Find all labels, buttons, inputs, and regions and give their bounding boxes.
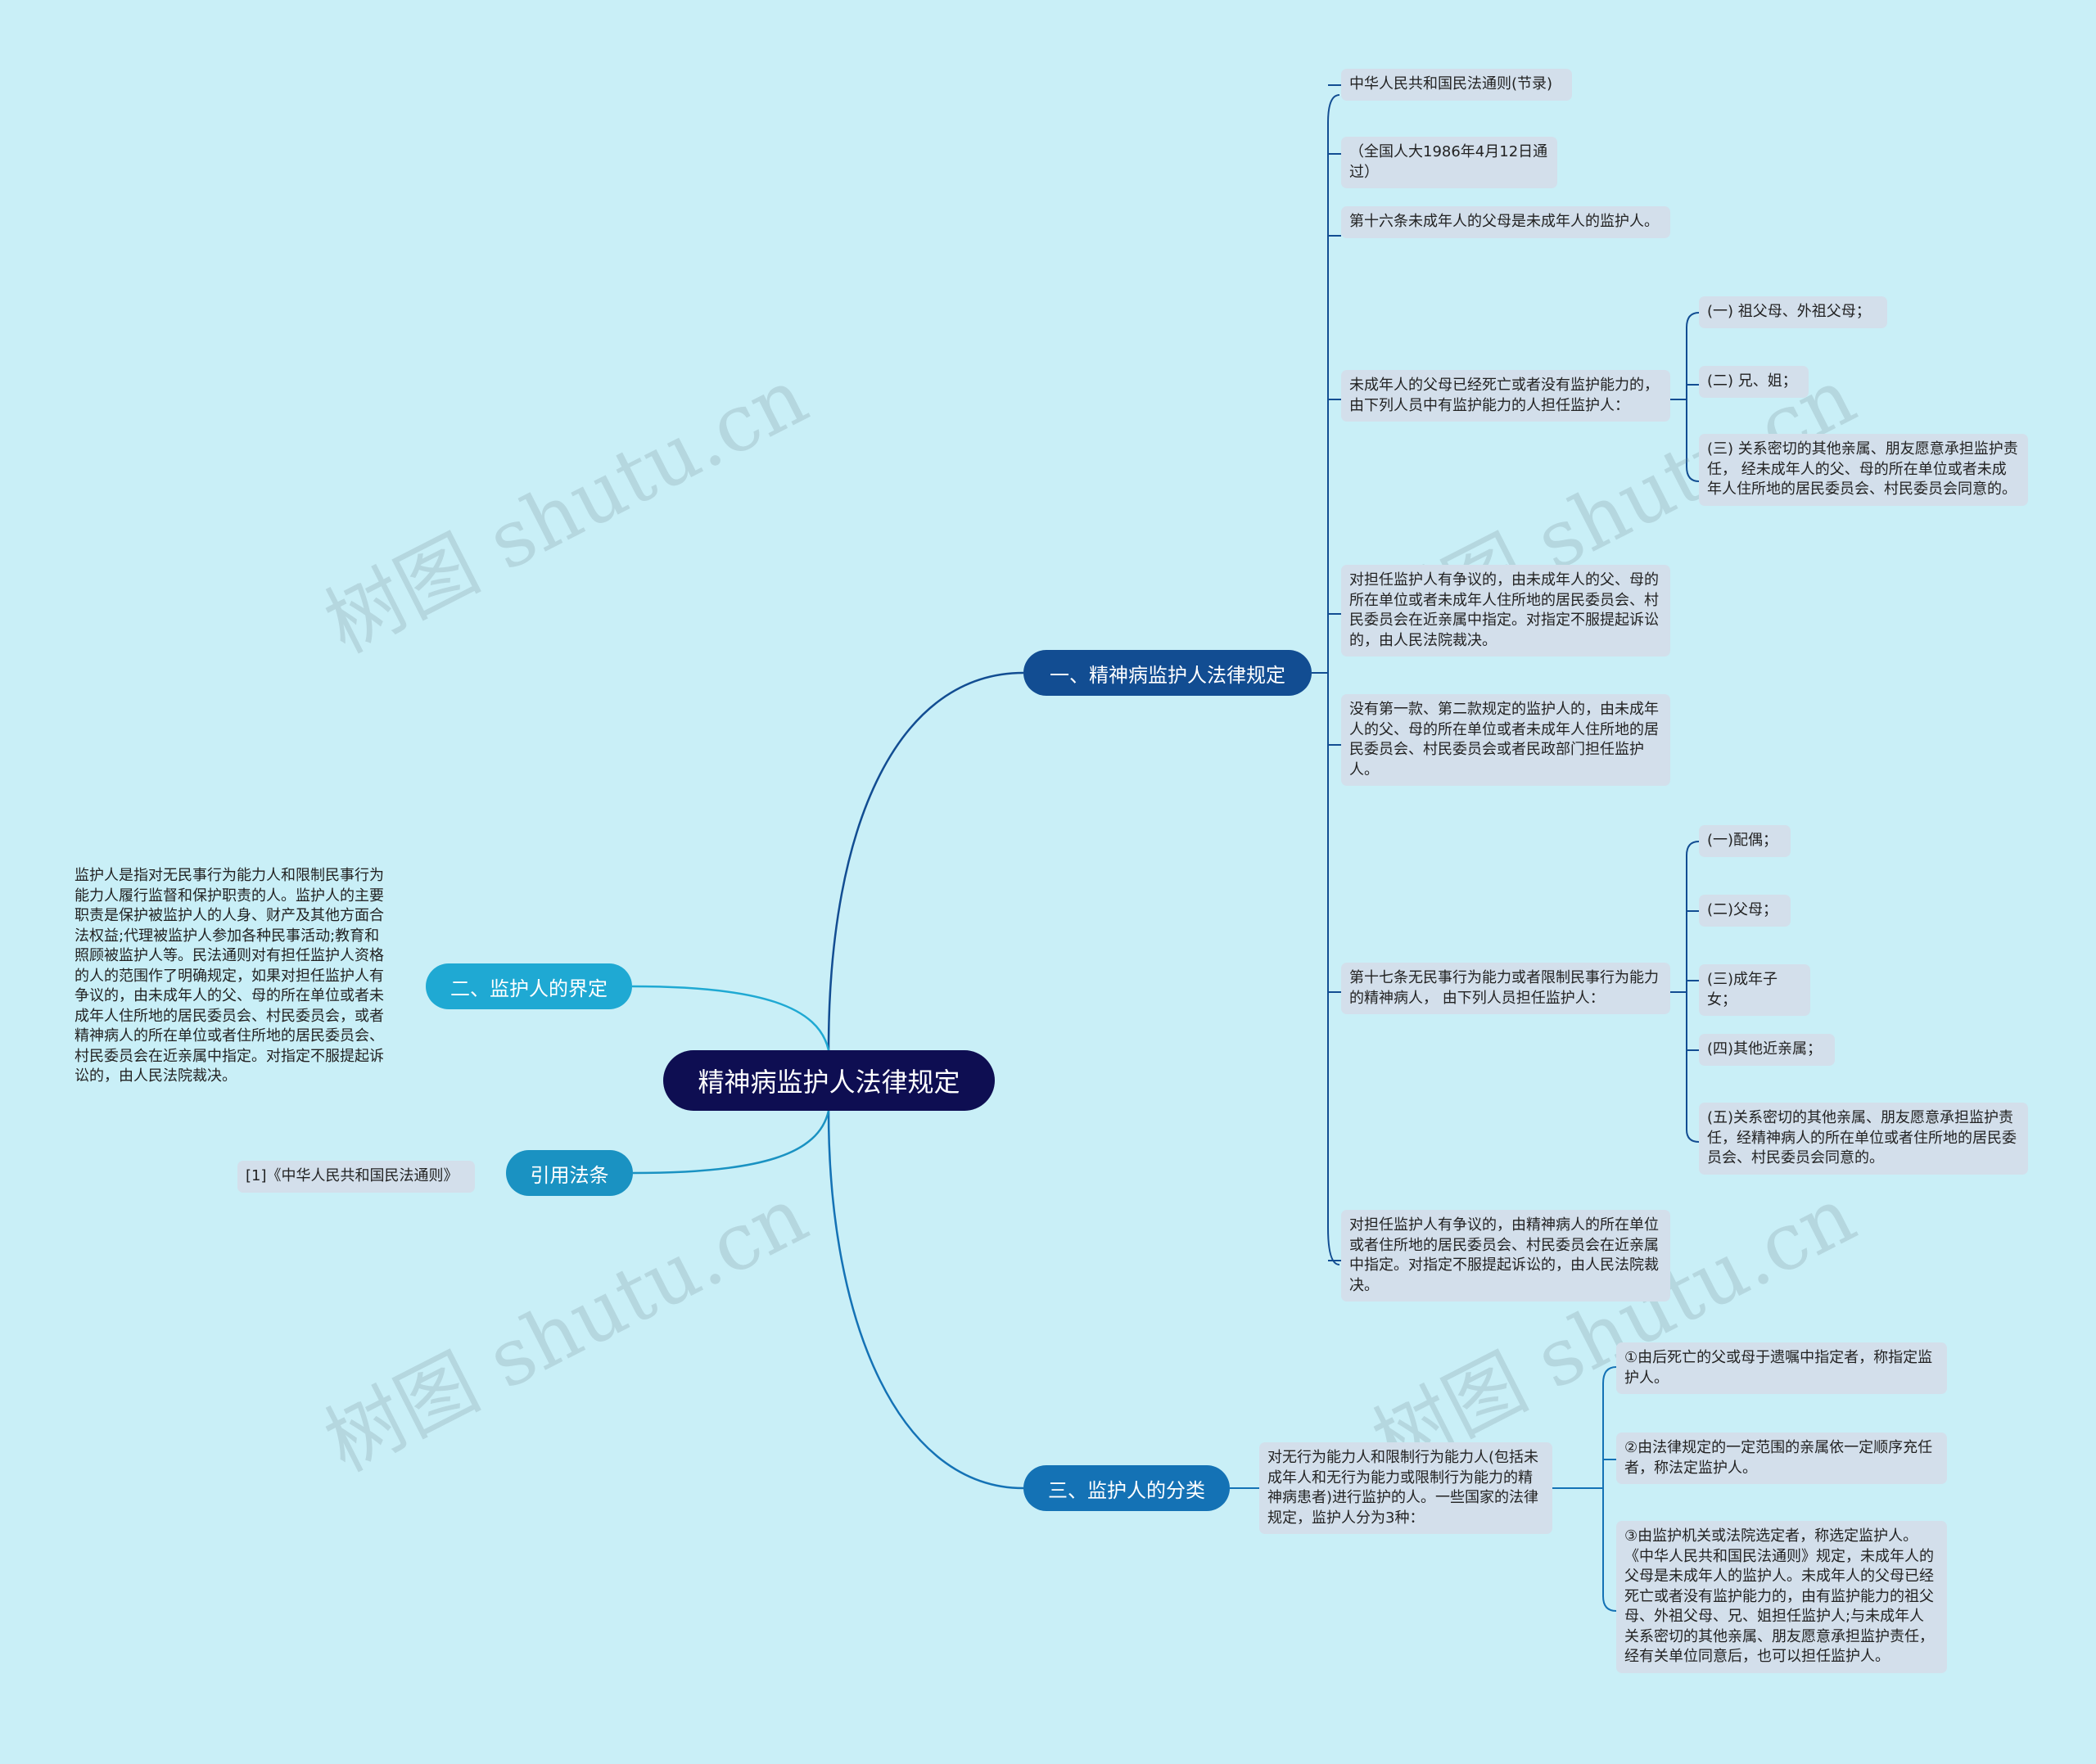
b2-text[interactable]: 监护人是指对无民事行为能力人和限制民事行为能力人履行监督和保护职责的人。监护人的…	[75, 867, 384, 1085]
ref-text[interactable]: [1]《中华人民共和国民法通则》	[237, 1161, 475, 1193]
sub-b-item-1[interactable]: (一)配偶；	[1699, 825, 1791, 857]
link-root-branch3	[827, 1110, 1024, 1490]
sub-b-item-2[interactable]: (二)父母；	[1699, 895, 1791, 927]
b3-sub-1[interactable]: ①由后死亡的父或母于遗嘱中指定者，称指定监护人。	[1616, 1342, 1947, 1394]
sub-a-item-3[interactable]: (三) 关系密切的其他亲属、朋友愿意承担监护责任， 经未成年人的父、母的所在单位…	[1699, 434, 2028, 506]
b1-item-7[interactable]: 第十七条无民事行为能力或者限制民事行为能力的精神病人， 由下列人员担任监护人：	[1341, 963, 1670, 1014]
b1-item-2[interactable]: （全国人大1986年4月12日通过）	[1341, 137, 1557, 188]
b3-sub-2[interactable]: ②由法律规定的一定范围的亲属依一定顺序充任者，称法定监护人。	[1616, 1432, 1947, 1484]
sub-a-item-1[interactable]: (一) 祖父母、外祖父母；	[1699, 296, 1887, 328]
root-node[interactable]: 精神病监护人法律规定	[663, 1050, 995, 1111]
branch2-node[interactable]: 二、监护人的界定	[426, 963, 632, 1009]
branch1-node[interactable]: 一、精神病监护人法律规定	[1023, 650, 1312, 696]
bracket-b3	[1552, 1366, 1617, 1612]
b1-item-3[interactable]: 第十六条未成年人的父母是未成年人的监护人。	[1341, 206, 1670, 238]
sub-b-item-4[interactable]: (四)其他近亲属；	[1699, 1034, 1835, 1066]
link-root-ref	[632, 1110, 830, 1175]
bracket-sub-b	[1670, 841, 1700, 1143]
bracket-sub-a	[1670, 312, 1700, 482]
b3-item[interactable]: 对无行为能力人和限制行为能力人(包括未成年人和无行为能力或限制行为能力的精神病患…	[1259, 1442, 1552, 1534]
sub-b-item-5[interactable]: (五)关系密切的其他亲属、朋友愿意承担监护责任，经精神病人的所在单位或者住所地的…	[1699, 1103, 2028, 1175]
b3-sub-3[interactable]: ③由监护机关或法院选定者，称选定监护人。《中华人民共和国民法通则》规定，未成年人…	[1616, 1521, 1947, 1673]
bracket-branch1	[1312, 94, 1340, 1265]
b1-item-8[interactable]: 对担任监护人有争议的，由精神病人的所在单位或者住所地的居民委员会、村民委员会在近…	[1341, 1210, 1670, 1302]
b1-item-5[interactable]: 对担任监护人有争议的，由未成年人的父、母的所在单位或者未成年人住所地的居民委员会…	[1341, 565, 1670, 656]
b1-item-6[interactable]: 没有第一款、第二款规定的监护人的，由未成年人的父、母的所在单位或者未成年人住所地…	[1341, 694, 1670, 786]
link-root-branch1	[827, 671, 1024, 1051]
b1-item-1[interactable]: 中华人民共和国民法通则(节录)	[1341, 69, 1572, 101]
b1-item-4[interactable]: 未成年人的父母已经死亡或者没有监护能力的，由下列人员中有监护能力的人担任监护人：	[1341, 370, 1670, 422]
branch3-node[interactable]: 三、监护人的分类	[1023, 1465, 1230, 1511]
sub-a-item-2[interactable]: (二) 兄、姐；	[1699, 366, 1809, 398]
link-root-branch2	[631, 985, 830, 1051]
branch-ref-node[interactable]: 引用法条	[506, 1150, 633, 1196]
sub-b-item-3[interactable]: (三)成年子女；	[1699, 964, 1810, 1016]
